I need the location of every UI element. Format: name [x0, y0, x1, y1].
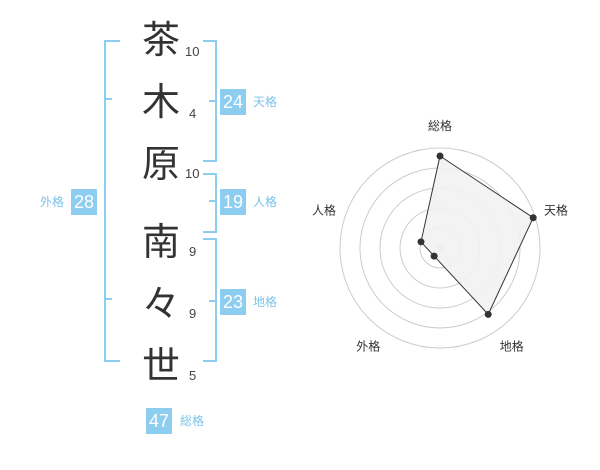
- radar-point-4: [430, 252, 438, 260]
- bracket-tick: [209, 300, 217, 302]
- jinkaku-bracket: [203, 173, 217, 233]
- stroke-count-1: 10: [185, 44, 200, 59]
- name-char-4: 南: [141, 220, 180, 264]
- gaikaku-value-badge: 28: [71, 189, 98, 215]
- stroke-count-3: 10: [185, 166, 200, 181]
- name-char-3: 原: [141, 142, 180, 186]
- soukaku-label: 総格: [180, 414, 205, 428]
- radar-axis-label-3: 地格: [500, 339, 524, 354]
- bracket-tick: [104, 98, 112, 100]
- radar-data-area: [420, 155, 534, 316]
- gaikaku-label: 外格: [40, 195, 65, 209]
- stroke-count-4: 9: [189, 244, 197, 259]
- name-char-6: 世: [141, 344, 180, 388]
- radar-ring: [339, 147, 541, 349]
- soukaku-value-badge: 47: [146, 408, 173, 434]
- stroke-count-6: 5: [189, 368, 197, 383]
- gaikaku-bracket: [104, 40, 120, 362]
- jinkaku-value-badge: 19: [220, 189, 247, 215]
- chikaku-value-badge: 23: [220, 289, 247, 315]
- radar-data-points: [417, 152, 537, 318]
- jinkaku-label: 人格: [253, 195, 278, 209]
- name-fortune-panel: 茶 木 原 南 々 世 10 4 10 9 9 5 24 天格 19 人格 23…: [40, 18, 278, 434]
- radar-axis-label-4: 外格: [356, 339, 380, 354]
- stroke-count-5: 9: [189, 306, 197, 321]
- bracket-tick: [209, 200, 217, 202]
- tenkaku-value-badge: 24: [220, 89, 247, 115]
- name-char-1: 茶: [141, 18, 180, 62]
- name-char-5: 々: [141, 282, 180, 326]
- radar-point-1: [436, 152, 444, 160]
- bracket-tick: [104, 298, 112, 300]
- radar-axis-label-2: 天格: [544, 202, 568, 217]
- radar-axis-label-5: 人格: [312, 202, 336, 217]
- radar-point-2: [529, 214, 537, 222]
- radar-point-5: [417, 238, 425, 246]
- tenkaku-label: 天格: [253, 95, 278, 109]
- bracket-tick: [209, 100, 217, 102]
- chikaku-label: 地格: [253, 295, 278, 309]
- name-char-2: 木: [141, 80, 180, 124]
- radar-point-3: [484, 310, 492, 318]
- stroke-count-2: 4: [189, 106, 197, 121]
- radar-axis-label-1: 総格: [428, 118, 452, 133]
